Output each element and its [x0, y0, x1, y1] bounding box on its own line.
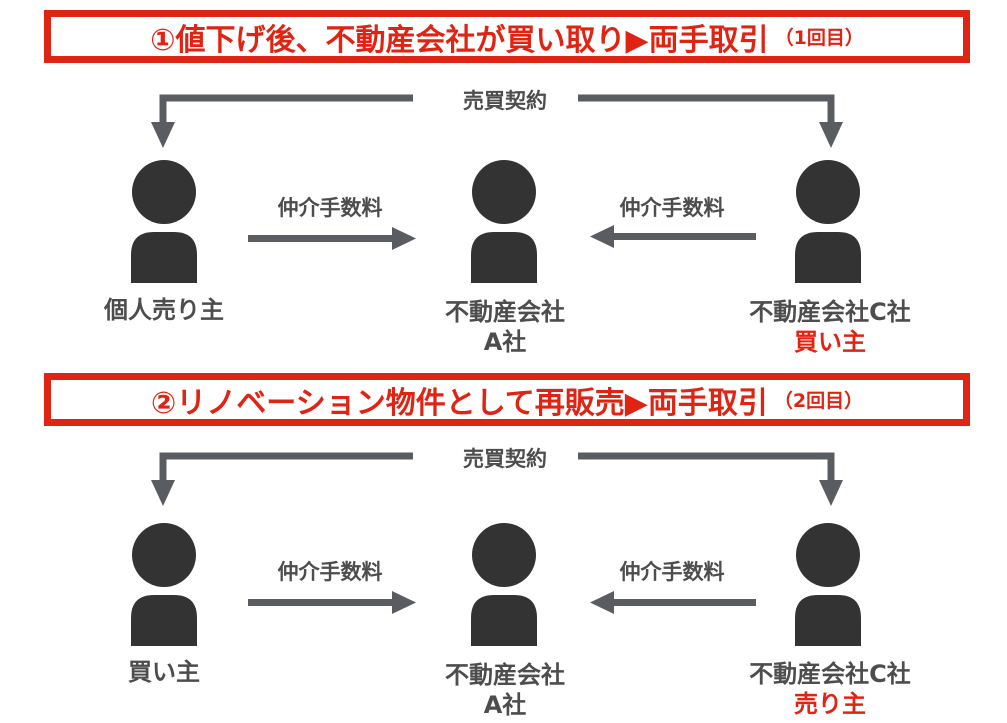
section-2-fee-right-label: 仲介手数料 [619, 560, 725, 584]
section-2-right-person-role: 売り主 [794, 690, 866, 718]
section-2-left-person-icon [131, 523, 197, 646]
section-1-fee-right-arrow-icon [590, 225, 756, 248]
section-1-title-box: ①値下げ後、不動産会社が買い取り▶両手取引（1回目） [44, 10, 970, 63]
section-2-left-person-label: 買い主 [128, 658, 200, 686]
section-1-fee-right-label: 仲介手数料 [619, 196, 725, 220]
section-1-center-person-label-line2: A社 [483, 328, 527, 356]
section-1-title: ①値下げ後、不動産会社が買い取り▶両手取引 [150, 22, 769, 58]
section-1-contract-arrowhead-left-icon [151, 122, 175, 148]
section-2-right-person-label: 不動産会社C社 [749, 660, 911, 688]
section-1-contract-arrowhead-right-icon [819, 122, 843, 148]
section-2-fee-left-arrow-icon [248, 591, 416, 614]
section-1-left-person-label: 個人売り主 [104, 296, 224, 324]
section-2-contract-arrow-icon [159, 452, 835, 482]
section-2-fee-left-label: 仲介手数料 [277, 560, 383, 584]
section-1-center-person-icon [471, 160, 537, 283]
section-1-right-person-label: 不動産会社C社 [749, 298, 911, 326]
section-2-center-person-label-line2: A社 [483, 691, 527, 719]
section-2-fee-right-arrow-icon [590, 591, 756, 614]
section-1-center-person-label-line1: 不動産会社 [445, 298, 565, 326]
section-2-contract-label: 売買契約 [463, 447, 547, 471]
section-1-contract-arrow-icon [159, 94, 835, 124]
section-1-fee-left-label: 仲介手数料 [277, 196, 383, 220]
section-2-contract-arrowhead-right-icon [819, 480, 843, 506]
section-1-left-person-icon [131, 160, 197, 283]
section-2-title-sub: （2回目） [773, 390, 864, 412]
section-2-title: ②リノベーション物件として再販売▶両手取引 [150, 385, 768, 421]
section-1-title-sub: （1回目） [774, 27, 864, 49]
section-1-contract-label: 売買契約 [463, 89, 547, 113]
section-2-center-person-icon [471, 523, 537, 646]
section-2-center-person-label-line1: 不動産会社 [445, 661, 565, 689]
section-2-title-box: ②リノベーション物件として再販売▶両手取引（2回目） [44, 373, 970, 426]
section-2-contract-arrowhead-left-icon [151, 480, 175, 506]
section-2-right-person-icon [795, 523, 861, 646]
section-1-right-person-role: 買い主 [794, 328, 866, 356]
section-1-fee-left-arrow-icon [248, 227, 416, 250]
section-1-right-person-icon [795, 160, 861, 283]
